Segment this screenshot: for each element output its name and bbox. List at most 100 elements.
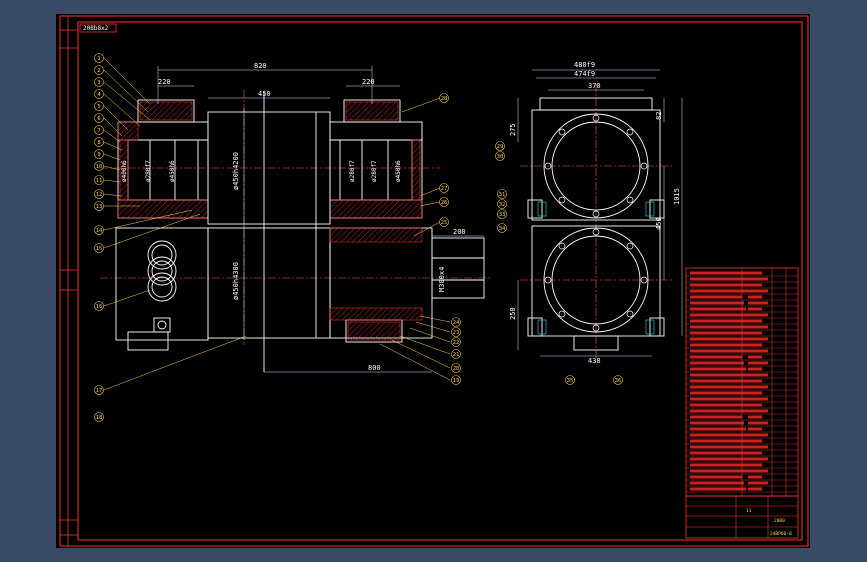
balloon-13: 13	[94, 201, 104, 211]
drawing-name: 24BP60-0	[770, 531, 792, 537]
balloon-10: 10	[94, 161, 104, 171]
svg-text:35: 35	[567, 378, 574, 384]
balloon-36: 36	[613, 375, 623, 385]
side-dim-top2: 474f9	[574, 70, 595, 78]
balloons-right: 28 27 26 25 24 23 22 21 20 19	[439, 93, 461, 385]
svg-text:14: 14	[96, 228, 103, 234]
balloon-20: 20	[451, 363, 461, 373]
balloon-7: 7	[94, 125, 104, 135]
svg-text:33: 33	[499, 212, 506, 218]
balloon-17: 17	[94, 385, 104, 395]
title-block: 11 2000 24BP60-0	[685, 267, 799, 539]
part-code: 2000	[774, 518, 785, 524]
drawing-number: 11	[746, 508, 752, 514]
balloon-31: 31	[497, 189, 507, 199]
vdim-3: ø450h6	[169, 160, 176, 182]
svg-text:7: 7	[97, 128, 100, 134]
balloon-26: 26	[439, 197, 449, 207]
leaders-left	[103, 57, 247, 391]
svg-text:22: 22	[453, 340, 460, 346]
title-box	[685, 495, 799, 539]
svg-text:11: 11	[96, 178, 103, 184]
balloon-4: 4	[94, 89, 104, 99]
vdim-4: ø280f7	[349, 160, 356, 182]
svg-text:5: 5	[97, 104, 100, 110]
balloon-18: 18	[94, 412, 104, 422]
side-dim-left-bot: 250	[509, 307, 517, 320]
balloon-22: 22	[451, 337, 461, 347]
balloon-28: 28	[439, 93, 449, 103]
svg-text:19: 19	[453, 378, 460, 384]
binding-strip	[60, 16, 78, 546]
vdim-1: ø400h6	[121, 160, 128, 182]
end-label: M300x4	[438, 267, 446, 292]
svg-text:34: 34	[499, 226, 506, 232]
dim-200: 200	[453, 228, 466, 236]
shaft-label-lower: ø450h4300	[232, 262, 240, 300]
dim-220-left: 220	[158, 78, 171, 86]
balloon-15: 15	[94, 243, 104, 253]
svg-text:36: 36	[615, 378, 622, 384]
side-dimension-lines	[517, 69, 683, 357]
svg-text:31: 31	[499, 192, 506, 198]
svg-text:10: 10	[96, 164, 103, 170]
balloon-23: 23	[451, 327, 461, 337]
vdim-5: ø280f7	[371, 160, 378, 182]
side-dim-top1: 480f9	[574, 61, 595, 69]
svg-text:6: 6	[97, 116, 100, 122]
svg-text:28: 28	[441, 96, 448, 102]
upper-left-hatching	[117, 101, 209, 219]
upper-right-hatching	[329, 101, 423, 219]
svg-text:23: 23	[453, 330, 460, 336]
side-dim-left-top: 275	[509, 123, 517, 136]
balloon-34: 34	[497, 223, 507, 233]
svg-text:15: 15	[96, 246, 103, 252]
svg-text:16: 16	[96, 304, 103, 310]
svg-text:12: 12	[96, 192, 103, 198]
leaders-right	[379, 97, 451, 381]
dim-450: 450	[258, 90, 271, 98]
svg-text:20: 20	[453, 366, 460, 372]
bolt-circles	[544, 114, 648, 332]
balloon-24: 24	[451, 317, 461, 327]
dim-820: 820	[254, 62, 267, 70]
frame-tag: 20Bb8x2	[83, 25, 109, 32]
svg-text:9: 9	[97, 152, 100, 158]
svg-text:21: 21	[453, 352, 460, 358]
vdim-2: ø280f7	[145, 160, 152, 182]
svg-text:30: 30	[497, 154, 504, 160]
balloon-11: 11	[94, 175, 104, 185]
balloon-30: 30	[495, 151, 505, 161]
dim-220-right: 220	[362, 78, 375, 86]
lower-chock	[527, 225, 665, 351]
balloon-9: 9	[94, 149, 104, 159]
balloon-21: 21	[451, 349, 461, 359]
balloon-27: 27	[439, 183, 449, 193]
side-dim-right-top: 82	[655, 112, 663, 120]
side-view: 480f9 474f9 370 275 82 450 1015 250 438	[509, 61, 683, 365]
svg-text:24: 24	[453, 320, 460, 326]
balloon-16: 16	[94, 301, 104, 311]
frame-tag-box	[79, 23, 117, 33]
side-cyan-details	[537, 201, 655, 335]
svg-text:27: 27	[441, 186, 448, 192]
main-view: 820 220 220 450 800 200 ø450h4200 ø450h4…	[100, 57, 490, 391]
balloon-5: 5	[94, 101, 104, 111]
balloon-12: 12	[94, 189, 104, 199]
svg-text:2: 2	[97, 68, 100, 74]
svg-text:3: 3	[97, 80, 100, 86]
lower-left-housing	[115, 227, 209, 351]
main-dimension-lines	[157, 66, 484, 373]
balloon-25: 25	[439, 217, 449, 227]
svg-text:25: 25	[441, 220, 448, 226]
balloon-29: 29	[495, 141, 505, 151]
side-dim-top3: 370	[588, 82, 601, 90]
balloon-14: 14	[94, 225, 104, 235]
side-dim-bottom: 438	[588, 357, 601, 365]
svg-text:8: 8	[97, 140, 100, 146]
dim-800: 800	[368, 364, 381, 372]
svg-text:13: 13	[96, 204, 103, 210]
